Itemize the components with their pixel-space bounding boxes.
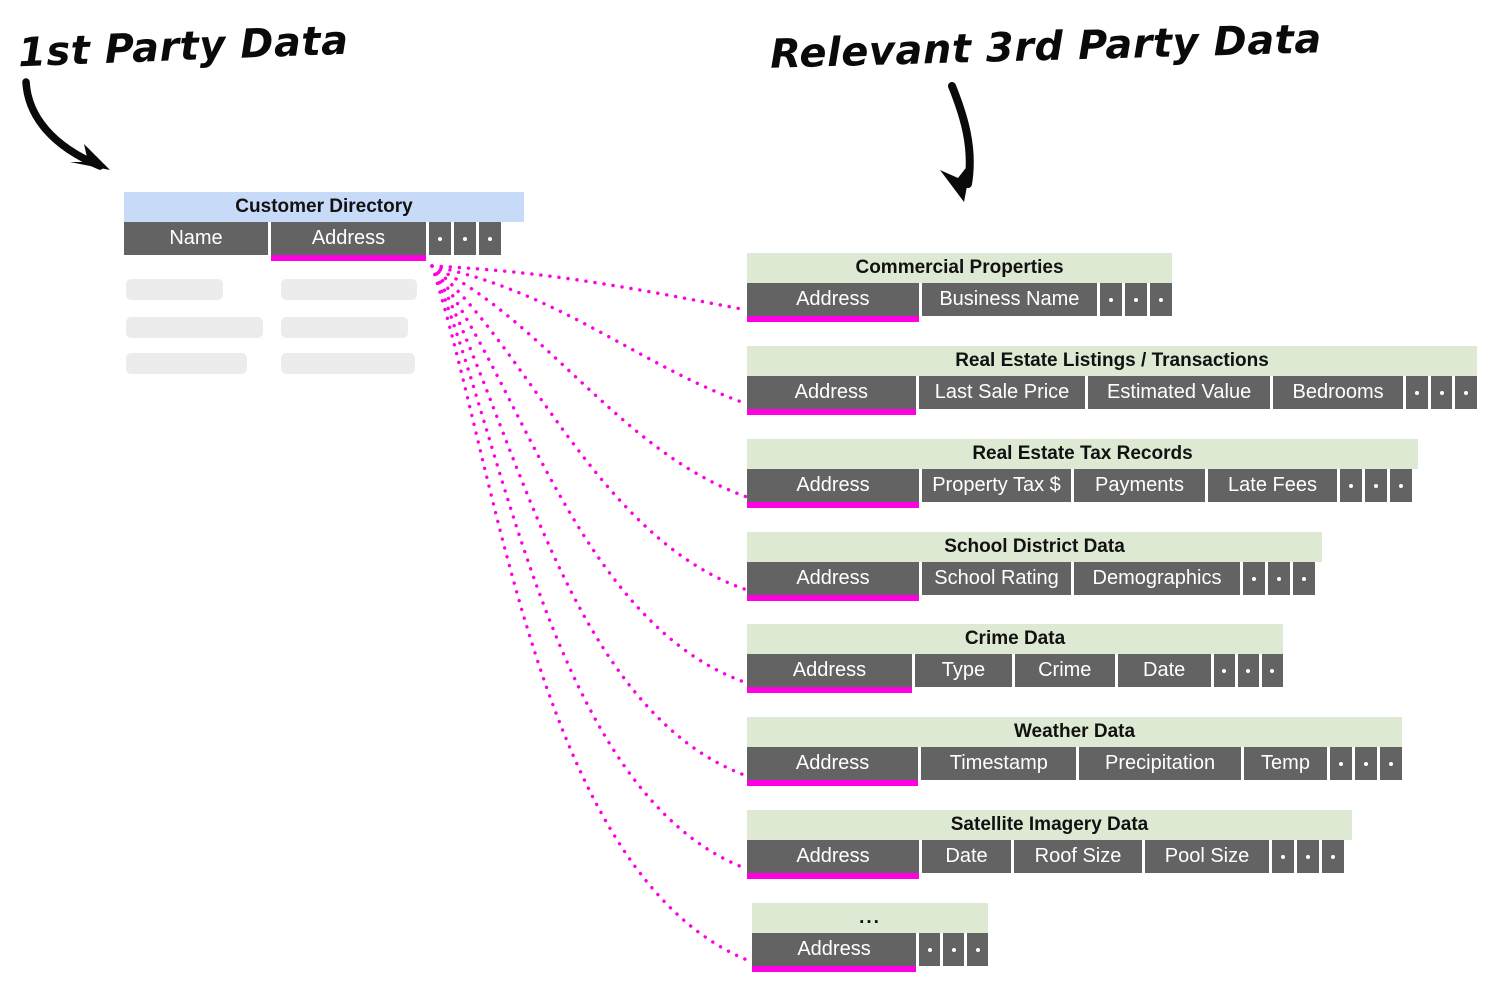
column-header-address-key[interactable]: Address (271, 222, 426, 261)
placeholder-cell (126, 353, 247, 374)
header-row: Address School Rating Demographics (747, 562, 1322, 601)
column-header-more-3[interactable] (967, 933, 988, 966)
column-header-demographics[interactable]: Demographics (1074, 562, 1240, 595)
column-header-payments[interactable]: Payments (1074, 469, 1205, 502)
column-header-more-2[interactable] (1355, 747, 1378, 780)
column-header-type[interactable]: Type (915, 654, 1012, 687)
table-title: Weather Data (747, 717, 1402, 747)
column-header-more-3[interactable] (1150, 283, 1173, 316)
header-row: Address Timestamp Precipitation Temp (747, 747, 1402, 786)
column-header-estimated-value[interactable]: Estimated Value (1088, 376, 1270, 409)
weather-data-table: Weather Data Address Timestamp Precipita… (747, 717, 1402, 786)
column-header-timestamp[interactable]: Timestamp (921, 747, 1077, 780)
column-header-more-1[interactable] (429, 222, 451, 255)
customer-directory-title: Customer Directory (124, 192, 524, 222)
column-header-more-3[interactable] (1390, 469, 1412, 502)
column-header-school-rating[interactable]: School Rating (922, 562, 1071, 595)
column-header-more-3[interactable] (1293, 562, 1315, 595)
column-header-late-fees[interactable]: Late Fees (1208, 469, 1337, 502)
curved-arrow-down-right-icon (22, 78, 110, 170)
real-estate-listings-table: Real Estate Listings / Transactions Addr… (747, 346, 1478, 415)
column-header-address-key[interactable]: Address (747, 840, 919, 879)
column-header-address-key[interactable]: Address (747, 283, 919, 322)
column-header-more-2[interactable] (1430, 376, 1453, 409)
header-row: Address (752, 933, 988, 972)
column-header-more-3[interactable] (1380, 747, 1402, 780)
first-party-caption: 1st Party Data (17, 17, 350, 77)
column-header-more-3[interactable] (1322, 840, 1344, 873)
column-header-roof-size[interactable]: Roof Size (1014, 840, 1142, 873)
column-header-date[interactable]: Date (1117, 654, 1211, 687)
table-title: Satellite Imagery Data (747, 810, 1352, 840)
column-header-more-2[interactable] (1365, 469, 1387, 502)
column-header-more-1[interactable] (919, 933, 941, 966)
column-header-more-2[interactable] (1297, 840, 1319, 873)
column-header-more-2[interactable] (1125, 283, 1148, 316)
column-header-precipitation[interactable]: Precipitation (1079, 747, 1241, 780)
column-header-more-2[interactable] (943, 933, 965, 966)
placeholder-cell (126, 279, 223, 300)
column-header-more-1[interactable] (1330, 747, 1353, 780)
header-row: Address Business Name (747, 283, 1173, 322)
placeholder-cell (126, 317, 263, 338)
customer-directory-table: Customer Directory Name Address (124, 192, 524, 261)
crime-data-table: Crime Data Address Type Crime Date (747, 624, 1284, 693)
header-row: Address Type Crime Date (747, 654, 1284, 693)
placeholder-cell (281, 317, 408, 338)
column-header-more-3[interactable] (1455, 376, 1478, 409)
column-header-more-1[interactable] (1406, 376, 1428, 409)
customer-directory-header-row: Name Address (124, 222, 524, 261)
placeholder-cell (281, 353, 415, 374)
column-header-more-2[interactable] (454, 222, 476, 255)
curved-arrow-down-icon (940, 82, 974, 202)
column-header-crime[interactable]: Crime (1014, 654, 1115, 687)
column-header-address-key[interactable]: Address (752, 933, 917, 972)
column-header-more-1[interactable] (1272, 840, 1294, 873)
satellite-imagery-data-table: Satellite Imagery Data Address Date Roof… (747, 810, 1352, 879)
header-row: Address Property Tax $ Payments Late Fee… (747, 469, 1418, 508)
header-row: Address Last Sale Price Estimated Value … (747, 376, 1478, 415)
column-header-temp[interactable]: Temp (1243, 747, 1328, 780)
column-header-more-3[interactable] (1261, 654, 1284, 687)
column-header-date[interactable]: Date (922, 840, 1011, 873)
column-header-more-1[interactable] (1100, 283, 1123, 316)
column-header-address-key[interactable]: Address (747, 376, 916, 415)
table-title: Crime Data (747, 624, 1283, 654)
table-title: Commercial Properties (747, 253, 1172, 283)
column-header-address-key[interactable]: Address (747, 562, 919, 601)
column-header-address-key[interactable]: Address (747, 747, 919, 786)
table-title: Real Estate Tax Records (747, 439, 1418, 469)
school-district-data-table: School District Data Address School Rati… (747, 532, 1322, 601)
column-header-more-1[interactable] (1213, 654, 1235, 687)
header-row: Address Date Roof Size Pool Size (747, 840, 1352, 879)
column-header-more-2[interactable] (1268, 562, 1290, 595)
more-sources-table: ... Address (752, 903, 988, 972)
column-header-business-name[interactable]: Business Name (921, 283, 1098, 316)
column-header-pool-size[interactable]: Pool Size (1145, 840, 1269, 873)
third-party-caption: Relevant 3rd Party Data (769, 16, 1323, 78)
column-header-more-1[interactable] (1243, 562, 1265, 595)
column-header-more-3[interactable] (479, 222, 501, 255)
table-title: Real Estate Listings / Transactions (747, 346, 1477, 376)
table-title: ... (752, 903, 988, 933)
column-header-bedrooms[interactable]: Bedrooms (1272, 376, 1404, 409)
column-header-more-1[interactable] (1340, 469, 1362, 502)
column-header-name[interactable]: Name (124, 222, 268, 255)
commercial-properties-table: Commercial Properties Address Business N… (747, 253, 1173, 322)
column-header-last-sale-price[interactable]: Last Sale Price (918, 376, 1086, 409)
table-title: School District Data (747, 532, 1322, 562)
column-header-address-key[interactable]: Address (747, 654, 912, 693)
placeholder-cell (281, 279, 417, 300)
real-estate-tax-records-table: Real Estate Tax Records Address Property… (747, 439, 1418, 508)
column-header-property-tax[interactable]: Property Tax $ (922, 469, 1071, 502)
column-header-more-2[interactable] (1237, 654, 1259, 687)
column-header-address-key[interactable]: Address (747, 469, 919, 508)
